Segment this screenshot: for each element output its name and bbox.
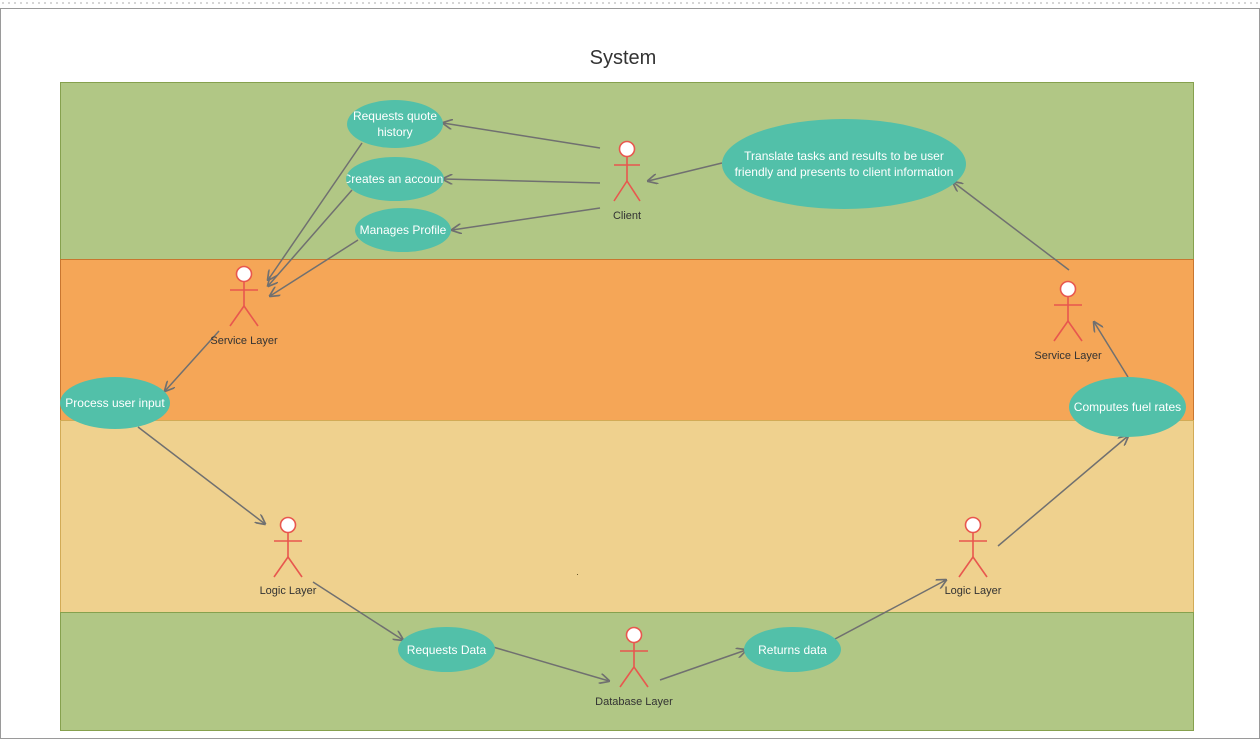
arrow-creates-account-to-service <box>268 189 353 286</box>
arrow-manages-profile-to-service <box>270 239 359 296</box>
use-case-manages-profile[interactable]: Manages Profile <box>355 208 451 252</box>
logic-layer-right-label: Logic Layer <box>944 585 1002 597</box>
client-actor-label: Client <box>612 210 642 222</box>
canvas-top-dots <box>0 0 1260 8</box>
use-case-requests-quote-history[interactable]: Requests quote history <box>347 100 443 148</box>
arrow-translate-to-client <box>648 162 723 181</box>
service-layer-left-actor-icon <box>229 265 259 327</box>
database-layer-label: Database Layer <box>595 696 673 708</box>
client-actor-icon <box>613 140 641 202</box>
arrow-requests-data-to-database <box>492 646 609 681</box>
use-case-returns-data[interactable]: Returns data <box>744 627 841 672</box>
service-layer-swimlane <box>60 259 1194 421</box>
arrow-returns-data-to-logic <box>834 580 946 640</box>
arrow-logic-to-requests-data <box>312 581 403 640</box>
arrow-client-to-requests-quote <box>443 123 601 149</box>
arrow-computes-fuel-to-service <box>1094 322 1129 378</box>
arrow-process-input-to-logic <box>137 426 265 524</box>
service-layer-right-label: Service Layer <box>1034 350 1102 362</box>
system-title: System <box>589 47 657 69</box>
arrow-database-to-returns-data <box>659 650 746 681</box>
logic-layer-left-actor-icon <box>273 516 303 578</box>
arrow-logic-to-computes-fuel <box>997 436 1128 547</box>
use-case-requests-data[interactable]: Requests Data <box>398 627 495 672</box>
use-case-process-user-input[interactable]: Process user input <box>60 377 170 429</box>
database-layer-actor-icon <box>619 626 649 688</box>
logic-layer-swimlane <box>60 420 1194 613</box>
use-case-translate-tasks[interactable]: Translate tasks and results to be user f… <box>722 119 966 209</box>
arrow-client-to-creates-account <box>443 179 601 183</box>
stray-dot <box>577 574 578 575</box>
arrow-service-to-process-input <box>165 330 220 391</box>
service-layer-left-label: Service Layer <box>210 335 278 347</box>
use-case-creates-an-account-label: Creates an accoun <box>346 172 444 186</box>
use-case-creates-an-account[interactable]: Creates an accoun <box>346 157 444 201</box>
logic-layer-left-label: Logic Layer <box>259 585 317 597</box>
arrow-requests-quote-to-service <box>268 142 363 280</box>
arrow-service-to-translate <box>953 182 1070 271</box>
use-case-computes-fuel-rates[interactable]: Computes fuel rates <box>1069 377 1186 437</box>
logic-layer-right-actor-icon <box>958 516 988 578</box>
service-layer-right-actor-icon <box>1053 280 1083 342</box>
arrow-client-to-manages-profile <box>452 207 601 230</box>
